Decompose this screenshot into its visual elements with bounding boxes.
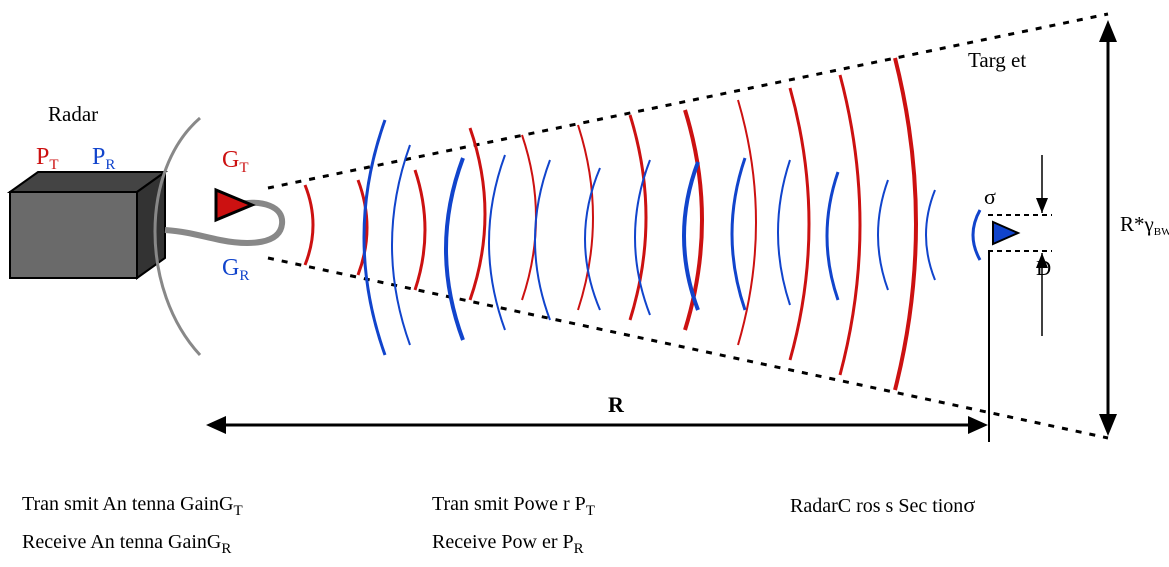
- transmit-gain-label: GT: [222, 147, 249, 176]
- d-arrowhead-bottom: [1036, 253, 1048, 268]
- receive-wave-7: [634, 159, 651, 316]
- receive-wave-5: [730, 157, 747, 311]
- legend-transmit-gain: Tran smit An tenna GainGT: [22, 493, 243, 519]
- receive-wave-2: [877, 179, 889, 291]
- transmit-wave-2: [413, 169, 427, 291]
- antenna-reflector: [153, 116, 202, 357]
- target-triangle: [992, 220, 1021, 246]
- transmit-wave-6: [628, 114, 648, 321]
- receive-wave-1: [925, 189, 936, 281]
- transmit-wave-5: [577, 124, 594, 311]
- legend-transmit-power: Tran smit Powe r PT: [432, 493, 595, 519]
- transmit-wave-3: [468, 127, 487, 301]
- receive-power-label: PR: [92, 144, 116, 173]
- transmit-power-label: PT: [36, 144, 59, 173]
- d-arrowhead-top: [1036, 198, 1048, 213]
- beam-edge-bottom: [267, 256, 1109, 440]
- receive-wave-3: [825, 171, 840, 301]
- sigma-label: σ: [984, 184, 996, 209]
- radar-box: [6, 170, 169, 280]
- transmit-wave-7: [683, 109, 704, 331]
- range-arrowhead-left: [206, 416, 226, 434]
- legend-radar-cross-section: RadarC ros s Sec tionσ: [790, 492, 976, 517]
- receive-wave-0: [971, 209, 982, 261]
- transmit-wave-11: [893, 57, 918, 391]
- beamwidth-arrowhead-top: [1099, 20, 1117, 42]
- antenna-cable: [164, 199, 286, 246]
- beam-edge-top: [267, 12, 1109, 190]
- receive-gain-label: GR: [222, 255, 250, 284]
- receive-wave-11: [444, 157, 465, 341]
- legend-receive-power: Receive Pow er PR: [432, 531, 584, 557]
- antenna-triangle: [214, 187, 256, 223]
- beamwidth-arrowhead-bottom: [1099, 414, 1117, 436]
- target-label: Targ et: [968, 48, 1027, 72]
- receive-wave-8: [584, 167, 601, 311]
- receive-wave-10: [488, 154, 506, 331]
- receive-wave-13: [362, 119, 387, 356]
- radar-label: Radar: [48, 102, 99, 126]
- d-label: D: [1036, 256, 1052, 280]
- legend-receive-gain: Receive An tenna GainGR: [22, 531, 232, 557]
- beamwidth-label: R*γBW: [1120, 212, 1169, 238]
- transmit-wave-8: [737, 99, 757, 346]
- transmit-wave-4: [521, 134, 537, 301]
- wave-fronts: [303, 57, 982, 391]
- transmit-wave-0: [303, 184, 315, 266]
- receive-wave-12: [391, 144, 411, 346]
- receive-wave-6: [682, 161, 700, 311]
- receive-wave-4: [777, 159, 791, 306]
- transmit-wave-9: [788, 87, 811, 361]
- range-arrowhead-right: [968, 416, 988, 434]
- transmit-wave-1: [356, 179, 369, 276]
- receive-wave-9: [534, 159, 551, 321]
- range-label: R: [608, 392, 624, 417]
- transmit-wave-10: [838, 74, 862, 376]
